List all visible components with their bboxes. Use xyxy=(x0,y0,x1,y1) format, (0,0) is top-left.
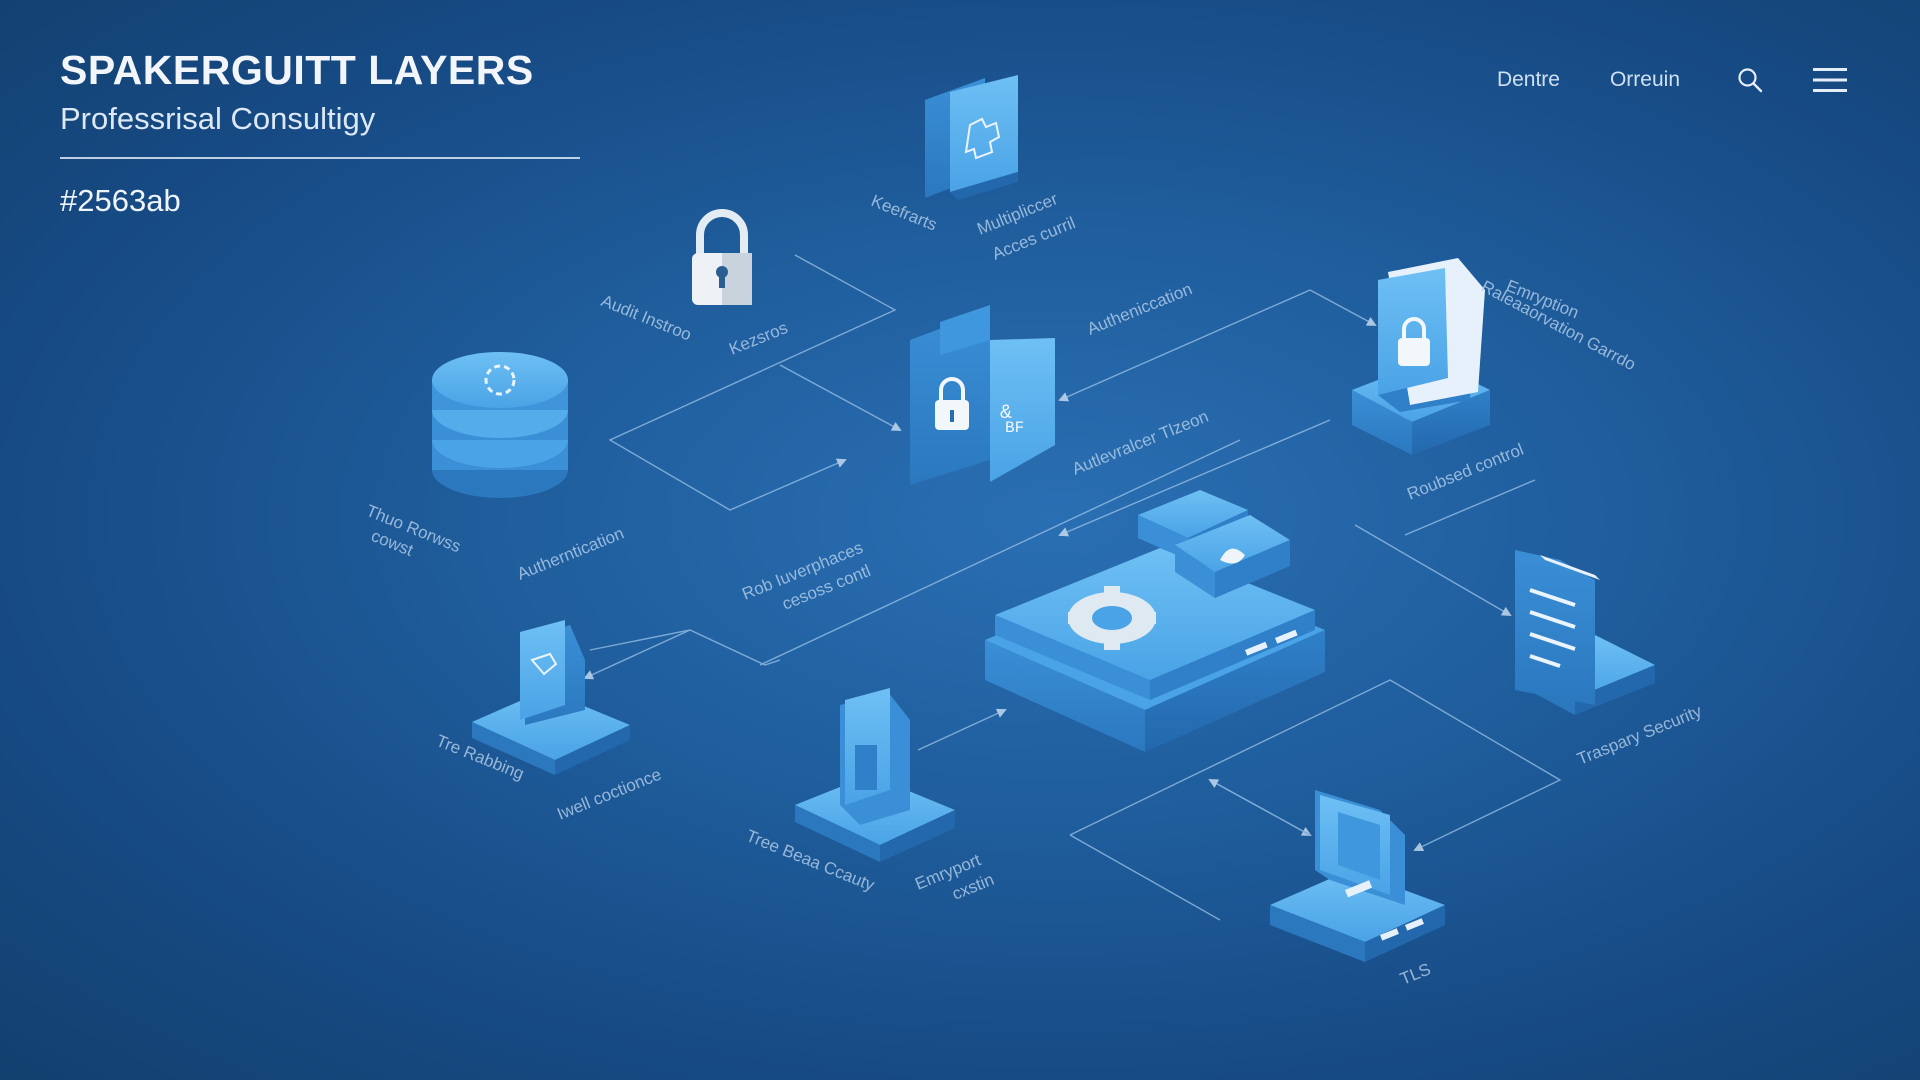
connector-lines xyxy=(583,254,1562,921)
menu-icon[interactable] xyxy=(1810,60,1850,100)
data-block-icon xyxy=(795,688,955,862)
connector-line xyxy=(759,439,1241,666)
label-lock-2: Kezsros xyxy=(726,318,790,359)
header-divider xyxy=(60,157,580,160)
label-monitor: TLS xyxy=(1397,959,1433,988)
brand-header: SPAKERGUITT LAYERS Professrisal Consulti… xyxy=(60,47,580,219)
database-icon xyxy=(432,352,568,498)
tls-monitor-icon xyxy=(1270,790,1445,962)
connector-line xyxy=(1069,679,1562,852)
connector-line xyxy=(917,708,1007,751)
color-code-label: #2563ab xyxy=(60,183,181,219)
page-subtitle: Professrisal Consultigy xyxy=(60,101,376,137)
connector-line xyxy=(583,629,691,680)
encryption-document-stack-icon xyxy=(1352,258,1490,455)
connector-line xyxy=(608,254,897,511)
label-top-box: Keefrarts xyxy=(869,191,940,234)
search-icon[interactable] xyxy=(1730,60,1770,100)
central-server-platform-icon xyxy=(985,490,1325,752)
transport-security-document-icon xyxy=(1515,550,1655,715)
access-control-folder-icon xyxy=(925,75,1018,200)
nav-link-dentre[interactable]: Dentre xyxy=(1496,68,1560,91)
nav-link-orreuin[interactable]: Orreuin xyxy=(1609,68,1680,91)
connector-line xyxy=(1058,419,1331,537)
connector-line xyxy=(1309,289,1377,326)
top-navigation: Dentre Orreuin xyxy=(1497,62,1850,98)
connector-line xyxy=(1069,834,1221,921)
connector-line xyxy=(1058,289,1311,402)
connector-line xyxy=(779,364,902,431)
label-left-plat-2: Iwell coctionce xyxy=(554,765,664,824)
svg-text:&: & xyxy=(1000,402,1012,425)
page-title: SPAKERGUITT LAYERS xyxy=(60,47,534,93)
audit-platform-icon xyxy=(472,620,630,775)
svg-text:BF: BF xyxy=(1005,419,1024,437)
diagram-labels: Keefrarts Multipliccer Acces curril Audi… xyxy=(364,189,1705,989)
connector-line xyxy=(1208,779,1311,836)
label-right-doc: Traspary Security xyxy=(1574,701,1704,768)
connector-line xyxy=(1404,479,1536,536)
label-center-lower: Autlevralcer Tlzeon xyxy=(1069,407,1211,479)
connector-line xyxy=(589,629,781,666)
label-doc-stack-2: Raleaaorvation Garrdo xyxy=(1478,277,1639,375)
label-center-top: Autheniccation xyxy=(1084,279,1195,338)
authentication-folder-icon: & BF xyxy=(910,305,1055,485)
padlock-icon xyxy=(692,209,752,305)
label-auth: Autherntication xyxy=(514,524,626,584)
connector-line xyxy=(1354,524,1512,616)
label-lock: Audit Instroo xyxy=(599,291,695,344)
